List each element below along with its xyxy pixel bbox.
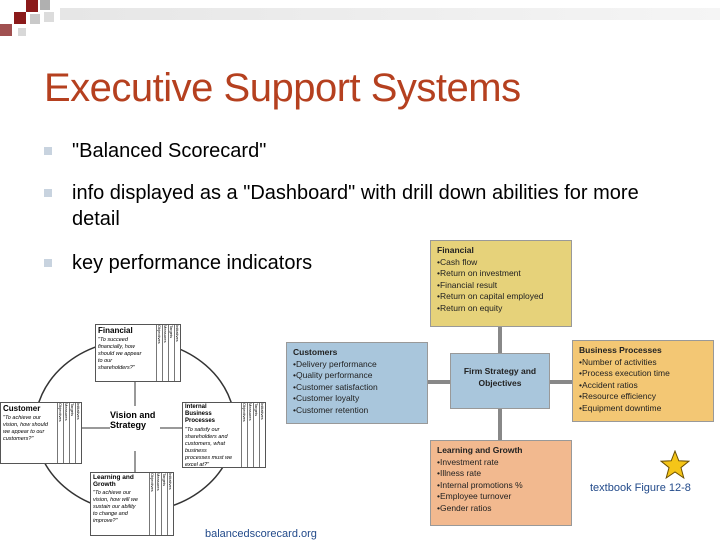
bsc-vision-center: Vision and Strategy bbox=[110, 410, 156, 430]
list-item: Investment rate bbox=[437, 457, 565, 469]
top-bar bbox=[60, 8, 720, 20]
bsc-financial-text: "To succeed financially, how should we a… bbox=[98, 337, 142, 371]
bsc-column-label: Initiatives bbox=[259, 403, 265, 467]
list-item: Quality performance bbox=[293, 370, 421, 382]
bsc-financial-box: Financial "To succeed financially, how s… bbox=[95, 324, 181, 382]
list-item: Customer retention bbox=[293, 405, 421, 417]
list-item: Process execution time bbox=[579, 368, 707, 380]
list-item: Equipment downtime bbox=[579, 403, 707, 415]
bullet-marker bbox=[44, 189, 52, 197]
list-item: Customer loyalty bbox=[293, 393, 421, 405]
list-item: Return on capital employed bbox=[437, 291, 565, 303]
connector-arrow bbox=[498, 327, 502, 353]
list-item: Return on investment bbox=[437, 268, 565, 280]
connector-arrow bbox=[428, 380, 450, 384]
bullet-item: key performance indicators bbox=[40, 250, 692, 276]
top-decoration bbox=[0, 0, 720, 40]
bsc-column-label: Targets bbox=[253, 403, 259, 467]
textbook-learning-growth-box: Learning and Growth Investment rate Illn… bbox=[430, 440, 572, 526]
bsc-columns: Objectives Measures Targets Initiatives bbox=[57, 403, 81, 463]
balanced-scorecard-diagram: Financial "To succeed financially, how s… bbox=[0, 316, 275, 540]
bsc-column-label: Measures bbox=[247, 403, 253, 467]
bsc-customer-text: "To achieve our vision, how should we ap… bbox=[3, 415, 48, 442]
bsc-internal-heading: Internal Business Processes bbox=[185, 404, 216, 424]
bullet-marker bbox=[44, 259, 52, 267]
list-item: Return on equity bbox=[437, 303, 565, 315]
bullet-text: info displayed as a "Dashboard" with dri… bbox=[72, 182, 639, 230]
list-item: Accident ratios bbox=[579, 380, 707, 392]
bsc-learning-text: "To achieve our vision, how will we sust… bbox=[93, 490, 138, 524]
textbook-firm-strategy-box: Firm Strategy and Objectives bbox=[450, 353, 550, 409]
bsc-internal-box: Internal Business Processes "To satisfy … bbox=[182, 402, 266, 468]
connector-arrow bbox=[550, 380, 572, 384]
bsc-learning-heading: Learning and Growth bbox=[93, 474, 134, 488]
bsc-column-label: Measures bbox=[155, 473, 161, 535]
connector-arrow bbox=[498, 409, 502, 440]
slide-title: Executive Support Systems bbox=[44, 66, 521, 110]
list-item: Cash flow bbox=[437, 257, 565, 269]
bsc-internal-text: "To satisfy our shareholders and custome… bbox=[185, 427, 233, 468]
figure-caption-link[interactable]: textbook Figure 12-8 bbox=[590, 482, 691, 494]
bsc-column-label: Measures bbox=[162, 325, 168, 381]
bsc-column-label: Objectives bbox=[156, 325, 162, 381]
bullet-marker bbox=[44, 147, 52, 155]
list-item: Illness rate bbox=[437, 468, 565, 480]
bsc-column-label: Initiatives bbox=[75, 403, 81, 463]
bsc-customer-heading: Customer bbox=[3, 404, 41, 413]
bullet-item: info displayed as a "Dashboard" with dri… bbox=[40, 180, 672, 232]
list-item: Customer satisfaction bbox=[293, 382, 421, 394]
list-item: Employee turnover bbox=[437, 491, 565, 503]
bsc-column-label: Objectives bbox=[241, 403, 247, 467]
bsc-column-label: Objectives bbox=[149, 473, 155, 535]
bullet-text: key performance indicators bbox=[72, 252, 313, 274]
list-item: Number of activities bbox=[579, 357, 707, 369]
credit-link[interactable]: balancedscorecard.org bbox=[205, 528, 317, 540]
bullet-item: "Balanced Scorecard" bbox=[40, 138, 692, 164]
textbook-financial-box: Financial Cash flow Return on investment… bbox=[430, 240, 572, 327]
list-item: Internal promotions % bbox=[437, 480, 565, 492]
textbook-customers-box: Customers Delivery performance Quality p… bbox=[286, 342, 428, 424]
bullet-text: "Balanced Scorecard" bbox=[72, 140, 267, 162]
textbook-financial-heading: Financial bbox=[437, 245, 474, 255]
bsc-columns: Objectives Measures Targets Initiatives bbox=[149, 473, 173, 535]
bsc-columns: Objectives Measures Targets Initiatives bbox=[156, 325, 180, 381]
textbook-business-processes-box: Business Processes Number of activities … bbox=[572, 340, 714, 422]
bsc-financial-heading: Financial bbox=[98, 326, 133, 335]
bsc-column-label: Targets bbox=[168, 325, 174, 381]
bsc-column-label: Targets bbox=[161, 473, 167, 535]
bsc-column-label: Initiatives bbox=[167, 473, 173, 535]
textbook-learning-heading: Learning and Growth bbox=[437, 445, 523, 455]
list-item: Financial result bbox=[437, 280, 565, 292]
list-item: Delivery performance bbox=[293, 359, 421, 371]
bsc-column-label: Objectives bbox=[57, 403, 63, 463]
textbook-business-heading: Business Processes bbox=[579, 345, 662, 355]
textbook-customers-heading: Customers bbox=[293, 347, 338, 357]
bsc-column-label: Measures bbox=[63, 403, 69, 463]
bsc-customer-box: Customer "To achieve our vision, how sho… bbox=[0, 402, 82, 464]
star-icon bbox=[660, 450, 690, 480]
bsc-column-label: Targets bbox=[69, 403, 75, 463]
bsc-columns: Objectives Measures Targets Initiatives bbox=[241, 403, 265, 467]
list-item: Resource efficiency bbox=[579, 391, 707, 403]
list-item: Gender ratios bbox=[437, 503, 565, 515]
bsc-learning-box: Learning and Growth "To achieve our visi… bbox=[90, 472, 174, 536]
bsc-column-label: Initiatives bbox=[174, 325, 180, 381]
